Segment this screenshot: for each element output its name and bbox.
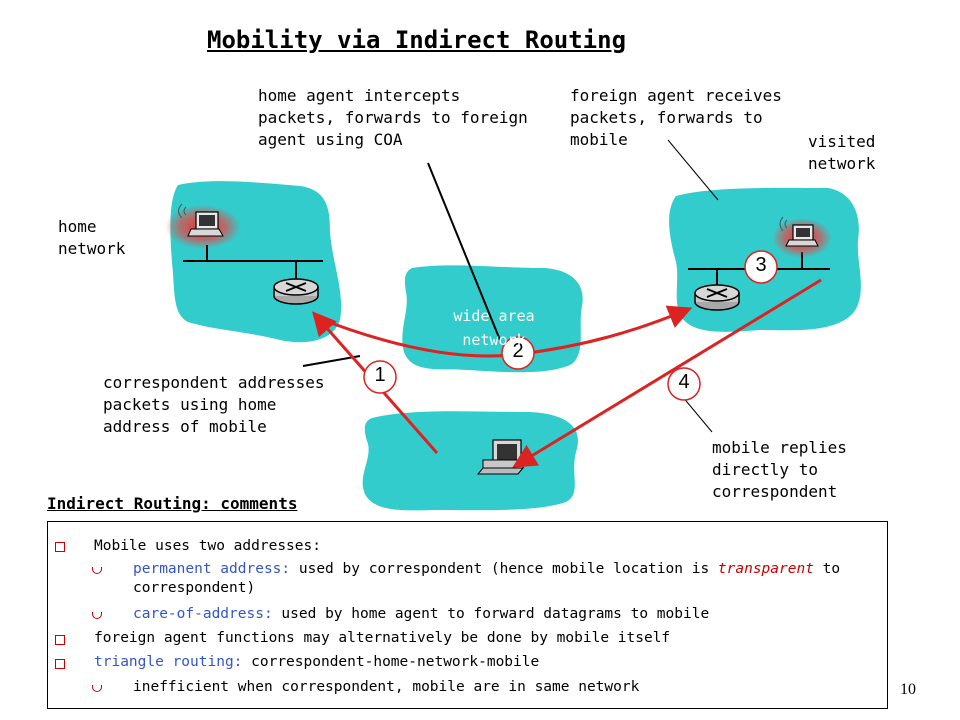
step-1: 1 xyxy=(374,364,386,386)
visited-network-label: visited network xyxy=(808,132,876,173)
comment-subitem: inefficient when correspondent, mobile a… xyxy=(133,679,640,695)
mobile-replies-label: mobile replies directly to correspondent xyxy=(712,438,847,501)
square-bullet-icon xyxy=(55,542,65,552)
round-bullet-icon xyxy=(92,567,102,574)
round-bullet-icon xyxy=(92,685,102,692)
step-3: 3 xyxy=(755,254,767,276)
comment-item: foreign agent functions may alternativel… xyxy=(94,630,671,646)
pointer-lines xyxy=(302,162,501,367)
comments-box: Mobile uses two addresses: permanent add… xyxy=(47,521,888,709)
step-4: 4 xyxy=(678,371,690,393)
wide-area-network-cloud xyxy=(402,265,583,373)
wide-area-network-label: wide area network xyxy=(453,307,535,349)
comment-item: triangle routing: correspondent-home-net… xyxy=(94,654,540,670)
care-of-address-term: care-of-address: xyxy=(133,606,273,622)
step-circles xyxy=(363,250,778,401)
router-icon xyxy=(273,278,319,305)
router-icon xyxy=(694,284,740,311)
comments-heading: Indirect Routing: comments xyxy=(47,494,298,513)
transparent-term: transparent xyxy=(717,561,814,577)
step-2: 2 xyxy=(512,340,524,362)
arrow-icon xyxy=(512,278,822,468)
comment-subitem: permanent address: used by correspondent… xyxy=(133,561,841,596)
comment-item: Mobile uses two addresses: xyxy=(94,538,321,554)
permanent-address-term: permanent address: xyxy=(133,561,291,577)
home-agent-label: home agent intercepts packets, forwards … xyxy=(258,86,528,149)
comment-subitem: care-of-address: used by home agent to f… xyxy=(133,606,710,622)
laptop-icon xyxy=(772,216,832,258)
triangle-routing-term: triangle routing: xyxy=(94,654,243,670)
square-bullet-icon xyxy=(55,635,65,645)
page-number: 10 xyxy=(900,681,916,698)
laptop-icon xyxy=(165,203,241,249)
home-network-label: home network xyxy=(58,217,126,258)
correspondent-label: correspondent addresses packets using ho… xyxy=(103,373,325,436)
square-bullet-icon xyxy=(55,659,65,669)
page-title: Mobility via Indirect Routing xyxy=(207,26,627,54)
round-bullet-icon xyxy=(92,612,102,619)
foreign-agent-label: foreign agent receives packets, forwards… xyxy=(570,86,782,149)
correspondent-network-cloud xyxy=(362,411,579,511)
